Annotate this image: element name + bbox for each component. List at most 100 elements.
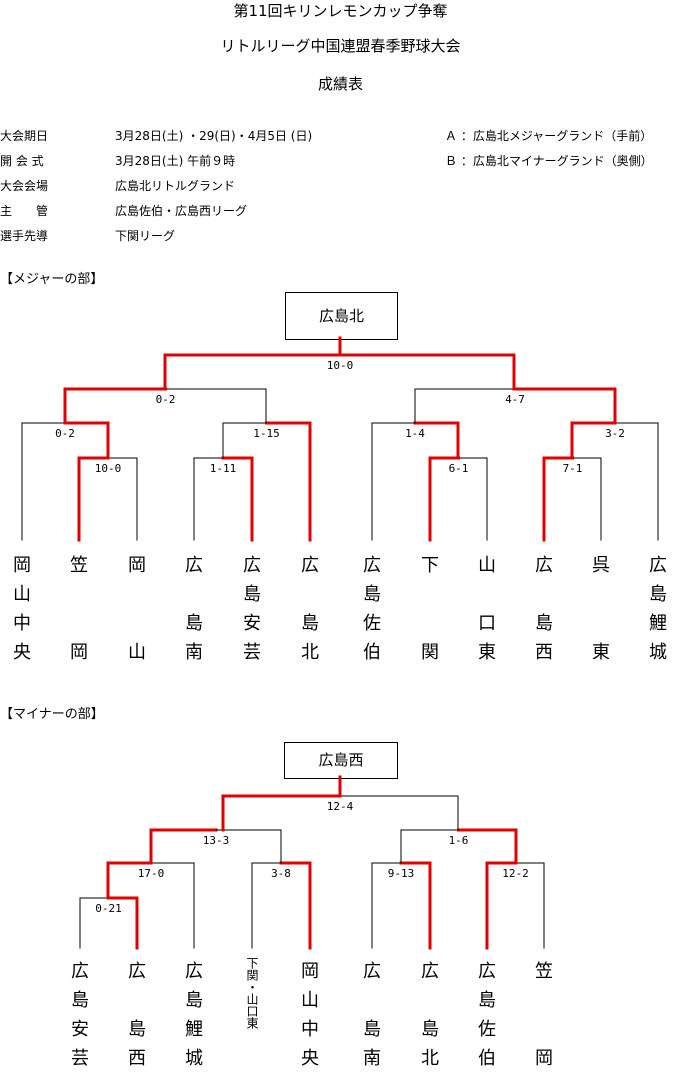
team-name-char: 広	[363, 961, 381, 982]
team-name-char: 山	[301, 990, 319, 1011]
team-name-char: 島	[128, 1019, 146, 1040]
team-name: 岡山	[125, 551, 149, 667]
team-name-char: 城	[185, 1048, 203, 1069]
match-score: 1-11	[210, 462, 237, 475]
match-score: 7-1	[563, 462, 583, 475]
team-name-char: 佐	[363, 613, 381, 634]
team-name-char: 央	[301, 1048, 319, 1069]
team-name-char: 芸	[71, 1048, 89, 1069]
team-name-char: 笠	[535, 961, 553, 982]
match-score: 13-3	[203, 834, 230, 847]
team-name: 広島南	[360, 957, 384, 1073]
team-name-char	[589, 609, 613, 638]
team-name: 広島西	[125, 957, 149, 1073]
team-name-char: 笠	[70, 555, 88, 576]
match-score: 4-7	[505, 393, 525, 406]
team-name-char: 広	[535, 555, 553, 576]
team-name-char	[67, 580, 91, 609]
team-name-char	[475, 580, 499, 609]
team-name-char: 岡	[535, 1048, 553, 1069]
team-name: 広島西	[532, 551, 556, 667]
team-name: 広島佐伯	[360, 551, 384, 667]
match-score: 10-0	[95, 462, 122, 475]
team-name: 広島鯉城	[182, 957, 206, 1073]
team-name-char: 西	[535, 642, 553, 663]
team-name: 呉東	[589, 551, 613, 667]
team-name: 広島北	[418, 957, 442, 1073]
team-name-char	[125, 580, 149, 609]
team-name: 山口東	[475, 551, 499, 667]
team-name: 広島安芸	[68, 957, 92, 1073]
team-name: 下関	[418, 551, 442, 667]
team-name-char: 北	[421, 1048, 439, 1069]
team-name-char: 岡	[70, 642, 88, 663]
team-name-char: 山	[13, 584, 31, 605]
match-score: 1-6	[449, 834, 469, 847]
team-name-char	[532, 986, 556, 1015]
ground-b: Ｂ ：広島北マイナーグランド（奥側）	[445, 154, 653, 168]
match-score: 12-2	[502, 867, 529, 880]
info-label-host: 主 管	[0, 204, 49, 218]
team-name: 広島佐伯	[475, 957, 499, 1073]
final-score: 12-4	[327, 800, 354, 813]
team-name-char	[418, 986, 442, 1015]
team-name-char: 佐	[478, 1019, 496, 1040]
match-score: 9-13	[388, 867, 415, 880]
team-name-char	[360, 986, 384, 1015]
team-name: 広島北	[298, 551, 322, 667]
ground-a: Ａ ：広島北メジャーグランド（手前）	[445, 129, 653, 143]
team-name-char: 広	[185, 555, 203, 576]
team-name-char: 岡	[301, 961, 319, 982]
team-name-char: 広	[363, 555, 381, 576]
team-name-char: 南	[185, 642, 203, 663]
team-name: 広島鯉城	[646, 551, 670, 667]
minor-champion-box: 広島西	[284, 742, 398, 779]
team-name-char: 広	[185, 961, 203, 982]
team-name-char: 山	[128, 642, 146, 663]
team-name-text: 下関・山口東	[245, 957, 259, 1029]
team-name-char: 東	[478, 642, 496, 663]
info-value-dates: 3月28日(土) ・29(日)・4月5日 (日)	[115, 129, 313, 143]
team-name-char: 呉	[592, 555, 610, 576]
team-name-char	[125, 609, 149, 638]
team-name-char: 北	[301, 642, 319, 663]
info-value-host: 広島佐伯・広島西リーグ	[115, 204, 248, 218]
match-score: 17-0	[138, 867, 165, 880]
team-name-char: 島	[363, 584, 381, 605]
team-name-char	[67, 609, 91, 638]
info-label-dates: 大会期日	[0, 129, 49, 143]
team-name-char: 安	[71, 1019, 89, 1040]
major-heading: 【メジャーの部】	[0, 272, 104, 287]
match-score: 1-15	[253, 427, 280, 440]
match-score: 3-2	[605, 427, 625, 440]
team-name-char: 東	[592, 642, 610, 663]
team-name-char: 島	[301, 613, 319, 634]
info-label-venue: 大会会場	[0, 179, 49, 193]
team-name-char: 広	[128, 961, 146, 982]
info-value-lead: 下関リーグ	[115, 229, 176, 243]
team-name-char	[125, 986, 149, 1015]
team-name-char: 広	[71, 961, 89, 982]
match-score: 6-1	[449, 462, 469, 475]
team-name: 笠岡	[532, 957, 556, 1073]
final-score: 10-0	[327, 359, 354, 372]
team-name-char: 鯉	[649, 613, 667, 634]
title-line-1: 第11回キリンレモンカップ争奪	[233, 2, 448, 20]
team-name-char: 城	[649, 642, 667, 663]
major-champion-box: 広島北	[285, 292, 398, 340]
info-value-ceremony: 3月28日(土) 午前９時	[115, 154, 236, 168]
team-name-char: 口	[478, 613, 496, 634]
minor-heading: 【マイナーの部】	[0, 707, 104, 722]
team-name: 広島安芸	[240, 551, 264, 667]
team-name-char: 島	[421, 1019, 439, 1040]
team-name-char	[182, 580, 206, 609]
match-score: 0-2	[156, 393, 176, 406]
team-name-char: 下	[421, 555, 439, 576]
team-name-char: 島	[535, 613, 553, 634]
team-name-char: 芸	[243, 642, 261, 663]
team-name-char	[589, 580, 613, 609]
team-name-char: 島	[71, 990, 89, 1011]
team-name-char: 岡	[128, 555, 146, 576]
team-name: 笠岡	[67, 551, 91, 667]
